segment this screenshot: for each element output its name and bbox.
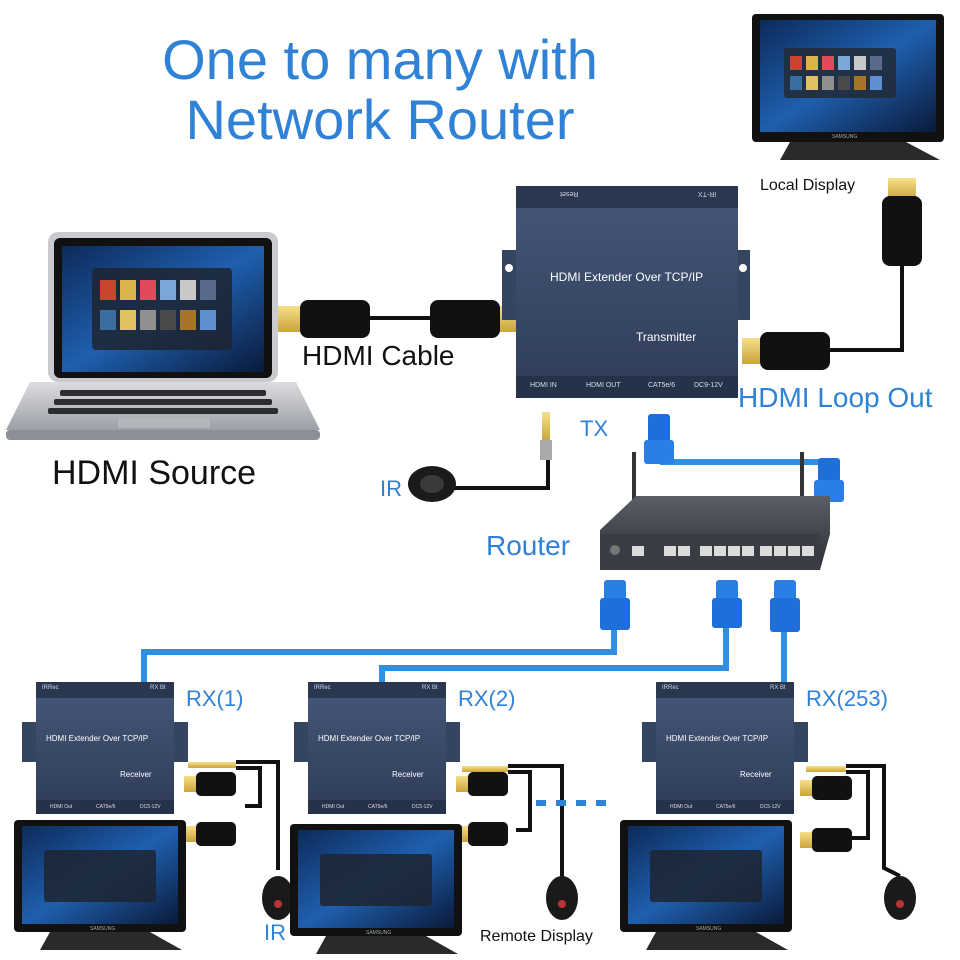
label-hdmi-loop-out: HDMI Loop Out [738,382,933,413]
rx253-role: Receiver [740,770,772,779]
rx253-port-dc: DC5-12V [760,804,781,810]
label-local-display: Local Display [760,177,856,194]
tx-title: HDMI Extender Over TCP/IP [550,270,704,284]
brand-remote-1: SAMSUNG [90,926,116,932]
label-rx1: RX(1) [186,686,244,711]
rj45-rx253 [770,580,800,632]
rx2-role: Receiver [392,770,424,779]
ellipsis-dots [536,800,606,806]
rx2-port-dc: DC5-12V [412,804,433,810]
rx253-top-b: RX Bt [770,685,786,691]
rx2-port-cat: CAT5e/6 [368,804,388,810]
brand-remote-253: SAMSUNG [696,926,722,932]
network-cables [141,459,820,686]
rx253-port-hdmi-out: HDMI Out [670,804,693,810]
tx-port-cat: CAT5e/6 [648,382,676,389]
label-router: Router [486,530,571,561]
router-device [600,452,830,570]
transmitter-box [502,186,750,398]
label-hdmi-cable: HDMI Cable [302,340,455,371]
label-ir-top: IR [380,476,402,501]
rx253-top-a: IRRec [662,685,679,691]
brand-remote-2: SAMSUNG [366,930,392,936]
title-line-2: Network Router [185,88,575,151]
rx1-port-hdmi-out: HDMI Out [50,804,73,810]
rx1-top-b: RX Bt [150,685,166,691]
tx-port-hdmi-in: HDMI IN [530,382,557,389]
rx1-role: Receiver [120,770,152,779]
rx1-top-a: IRRec [42,685,59,691]
page-title: One to many with Network Router [60,30,700,150]
rj45-router-in [814,458,844,502]
hdmi-cable-loop [742,178,922,370]
label-hdmi-source: HDMI Source [52,454,257,492]
tx-top-irtx: IR-TX [698,190,717,197]
rx1-port-cat: CAT5e/6 [96,804,116,810]
label-ir-bottom: IR [264,920,286,945]
rx253-port-cat: CAT5e/6 [716,804,736,810]
rx2-top-b: RX Bt [422,685,438,691]
rj45-rx1 [600,580,630,630]
rj45-connectors [600,414,844,632]
label-rx2: RX(2) [458,686,516,711]
receiver-box-2 [294,682,460,814]
label-tx: TX [580,416,609,441]
laptop-source [6,232,320,440]
ir-receiver-top [408,412,552,502]
tx-role: Transmitter [636,330,697,344]
tx-top-reset: Reset [560,190,579,197]
rx1-title: HDMI Extender Over TCP/IP [46,734,149,743]
ir-receivers-bottom [262,876,916,920]
rx2-title: HDMI Extender Over TCP/IP [318,734,421,743]
tx-port-dc: DC9-12V [694,382,723,389]
receiver-box-1 [22,682,188,814]
label-rx253: RX(253) [806,686,888,711]
receiver-box-253 [642,682,808,814]
black-cables [236,262,904,880]
rx253-title: HDMI Extender Over TCP/IP [666,734,769,743]
brand-local-display: SAMSUNG [832,134,858,140]
rx1-port-dc: DC5-12V [140,804,161,810]
remote-monitor-2 [290,824,462,954]
rj45-rx2 [712,580,742,628]
local-display-monitor [752,14,944,160]
rj45-tx [644,414,674,464]
remote-monitor-1 [14,820,186,950]
label-remote-display: Remote Display [480,928,593,945]
rx2-top-a: IRRec [314,685,331,691]
receiver-plugs [184,762,852,852]
tx-port-hdmi-out: HDMI OUT [586,382,621,389]
title-line-1: One to many with [162,28,598,91]
remote-monitor-253 [620,820,792,950]
rx2-port-hdmi-out: HDMI Out [322,804,345,810]
